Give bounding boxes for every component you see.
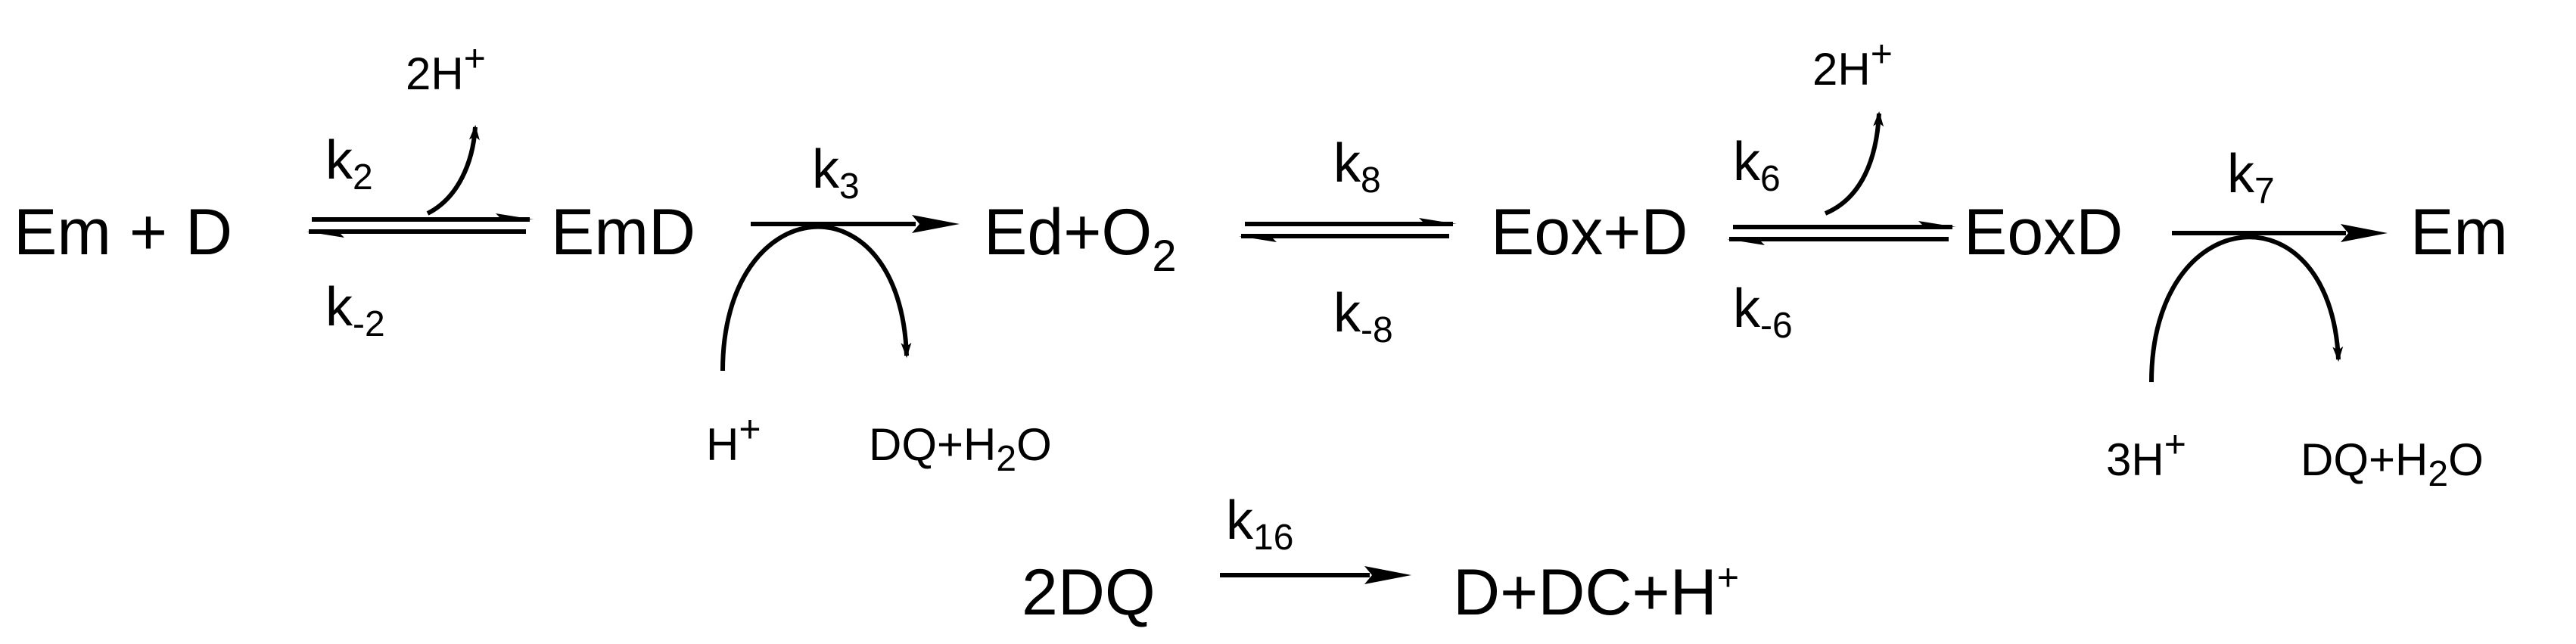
rate-label-k16: k16 <box>1226 490 1293 558</box>
reaction-arrow-k7 <box>2172 224 2388 242</box>
rate-label-k2: k2 <box>325 130 373 198</box>
curved-arrow-h-to-dq-2 <box>2149 235 2344 383</box>
release-arrow-2h-1 <box>426 125 480 216</box>
side-dq-h2o-2: DQ+H2O <box>2301 434 2484 494</box>
side-2h-plus-1: 2H+ <box>406 37 486 99</box>
side-3h-plus-in: 3H+ <box>2106 423 2186 485</box>
rate-label-k-minus-8: k-8 <box>1333 283 1393 350</box>
side-dq-h2o-1: DQ+H2O <box>869 419 1052 479</box>
species-em-plus-d: Em + D <box>14 196 232 269</box>
species-ed-o2: Ed+O2 <box>984 196 1177 281</box>
species-em: Em <box>2410 196 2508 269</box>
release-arrow-2h-2 <box>1824 111 1884 216</box>
species-eoxd: EoxD <box>1964 196 2123 269</box>
rate-label-k3: k3 <box>812 139 860 207</box>
species-d-dc-h: D+DC+H+ <box>1453 556 1739 629</box>
equilibrium-arrow-k8 <box>1239 218 1457 242</box>
curved-arrow-h-to-dq-1 <box>720 224 912 372</box>
rate-label-k6: k6 <box>1733 132 1781 199</box>
species-2dq: 2DQ <box>1022 556 1156 629</box>
rate-label-k8: k8 <box>1333 133 1381 201</box>
species-eox-plus-d: Eox+D <box>1491 196 1688 269</box>
side-h-plus-in-1: H+ <box>706 408 761 470</box>
rate-label-k-minus-2: k-2 <box>325 277 385 344</box>
side-2h-plus-2: 2H+ <box>1812 33 1893 95</box>
reaction-arrow-k16 <box>1220 566 1411 584</box>
equilibrium-arrow-k2 <box>306 213 534 238</box>
rate-label-k-minus-6: k-6 <box>1733 278 1793 346</box>
species-emd: EmD <box>551 196 695 269</box>
rate-label-k7: k7 <box>2227 144 2275 211</box>
reaction-arrow-k3 <box>751 215 960 233</box>
equilibrium-arrow-k6 <box>1727 221 1956 245</box>
